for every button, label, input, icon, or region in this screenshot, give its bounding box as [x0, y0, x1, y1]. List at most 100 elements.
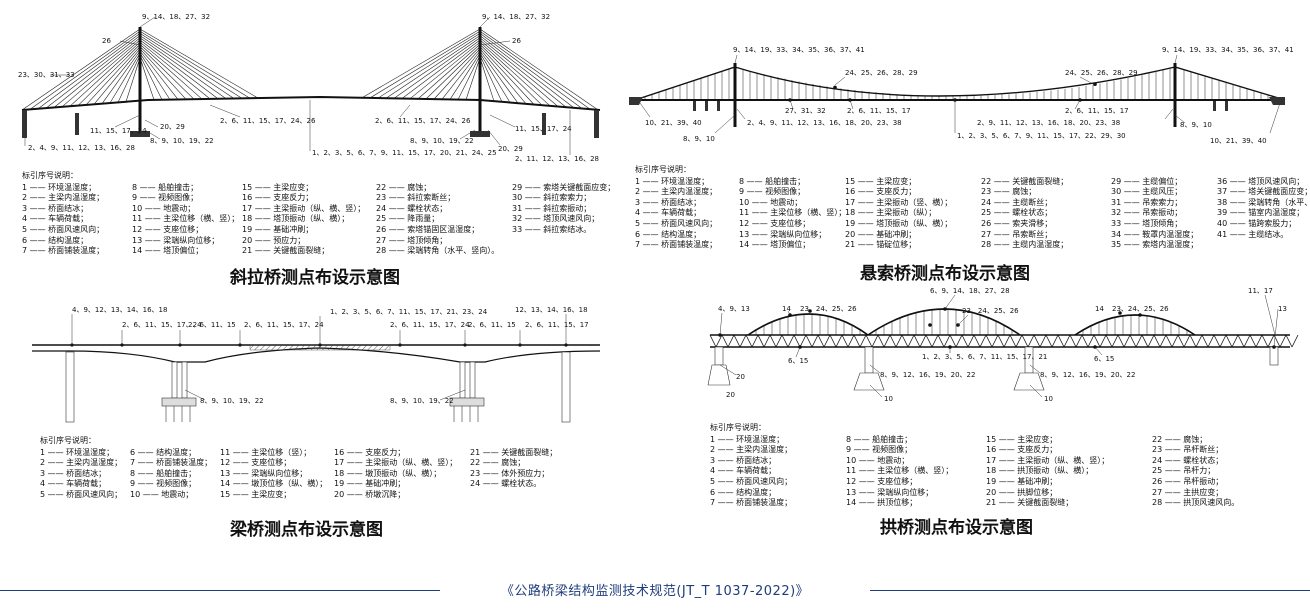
- arch-diagram: 4、9、13 6、9、14、18、27、28 11、17 14 23、24、25…: [707, 287, 1299, 403]
- measure-point: [833, 85, 837, 90]
- truss-member: [1225, 334, 1233, 348]
- legend-item: 36 —— 塔顶风速风向；: [1217, 176, 1305, 186]
- legend-item: 31 —— 吊索索力；: [1111, 197, 1183, 207]
- truss-member: [805, 334, 813, 348]
- truss-member: [739, 334, 747, 348]
- legend-item: 32 —— 塔顶风速风向；: [512, 214, 600, 224]
- measure-point: [1138, 313, 1142, 317]
- arch-label-n20: 20: [726, 391, 735, 399]
- legend-item: 1 —— 环境温湿度；: [710, 434, 785, 444]
- truss-member: [1249, 334, 1257, 348]
- legend-item: 4 —— 车辆荷载；: [635, 208, 702, 218]
- ss-label-top-right: 9、14、19、33、34、35、36、37、41: [1162, 46, 1294, 54]
- beam-legend: 标引序号说明： 1 —— 环境温湿度；6 —— 结构温度；11 —— 主梁位移（…: [40, 436, 605, 501]
- truss-member: [847, 334, 855, 348]
- stay-cable: [93, 48, 141, 105]
- cs-label-pier-left-b: 20、29: [160, 123, 185, 131]
- stay-cable: [479, 53, 511, 103]
- stay-cable: [45, 35, 141, 109]
- truss-member: [1237, 334, 1245, 348]
- arch-label-right-13: 13: [1278, 305, 1287, 313]
- suspension-diagram: 9、14、19、33、34、35、36、37、41 9、14、19、33、34、…: [629, 46, 1294, 145]
- truss-member: [1039, 334, 1047, 348]
- legend-item: 10 —— 地震动；: [132, 203, 196, 213]
- stay-cable: [479, 33, 583, 109]
- truss-member: [1171, 334, 1179, 348]
- footer-rule-right: [870, 590, 1310, 591]
- truss-member: [1057, 334, 1065, 348]
- legend-item: 14 —— 塔顶偏位；: [739, 240, 811, 250]
- stay-cable: [139, 28, 259, 99]
- truss-member: [865, 334, 873, 348]
- legend-item: 1 —— 环境温湿度；: [40, 447, 115, 457]
- suspension-panel: 9、14、19、33、34、35、36、37、41 9、14、19、33、34、…: [625, 5, 1310, 290]
- truss-member: [1081, 334, 1089, 348]
- arch-label-pier-m1: 8、9、12、16、19、20、22: [880, 371, 975, 379]
- cs-legend: 标引序号说明： 1 —— 环境温湿度；8 —— 船舶撞击；15 —— 主梁应变；…: [22, 171, 615, 257]
- truss-member: [949, 334, 957, 348]
- truss-member: [973, 334, 981, 348]
- truss-member: [1201, 334, 1209, 348]
- stay-cable: [479, 57, 495, 102]
- legend-item: 21 —— 关键截面裂缝；: [242, 246, 330, 256]
- stay-cable: [139, 37, 227, 99]
- truss-member: [979, 334, 987, 348]
- beam-panel: 4、9、12、13、14、16、18 1、2、3、5、6、7、11、15、17、…: [10, 300, 610, 580]
- legend-item: 6 —— 结构温度；: [22, 235, 89, 245]
- beam-label-d2: 2、6、11、15: [188, 321, 236, 329]
- truss-member: [751, 334, 759, 348]
- truss-member: [1135, 334, 1143, 348]
- truss-member: [1219, 334, 1227, 348]
- legend-item: 39 —— 锚室内温湿度；: [1217, 208, 1305, 218]
- cs-label-bottom-mid: 1、2、3、5、6、7、9、11、15、17、20、21、24、25: [312, 149, 497, 157]
- stay-cable: [37, 33, 141, 109]
- stay-cable: [377, 33, 481, 99]
- legend-item: 38 —— 梁端转角（水平、竖向）: [1217, 197, 1310, 207]
- legend-item: 11 —— 主梁位移（横、竖）；: [846, 466, 954, 476]
- stay-cable: [361, 28, 481, 99]
- truss-member: [901, 334, 909, 348]
- legend-item: 10 —— 地震动；: [130, 489, 194, 499]
- stay-cable: [53, 37, 141, 108]
- legend-item: 10 —— 地震动；: [846, 455, 910, 465]
- truss-member: [1015, 334, 1023, 348]
- legend-item: 9 —— 视频图像；: [130, 479, 197, 489]
- truss-member: [1123, 334, 1131, 348]
- truss-member: [775, 334, 783, 348]
- stay-cable: [21, 28, 141, 111]
- legend-item: 33 —— 塔顶倾角；: [1111, 218, 1183, 228]
- cs-label-pier-right-c: 11、15、17、24: [515, 125, 572, 133]
- measure-point: [1118, 311, 1122, 315]
- stay-cable: [433, 48, 481, 100]
- legend-item: 13 —— 梁端纵向位移；: [846, 487, 934, 497]
- stay-cable: [369, 30, 481, 99]
- truss-member: [763, 334, 771, 348]
- stay-cable: [479, 41, 551, 107]
- truss-member: [943, 334, 951, 348]
- legend-item: 16 —— 支座反力；: [242, 193, 314, 203]
- legend-item: 3 —— 桥面结冰；: [710, 455, 777, 465]
- legend-item: 28 —— 拱顶风速风向。: [1152, 498, 1240, 508]
- stay-cable: [139, 46, 195, 100]
- stay-cable: [401, 39, 481, 99]
- stay-cable: [139, 53, 171, 100]
- stay-cable: [479, 55, 503, 102]
- cs-label-top-right: 9、14、18、27、32: [482, 13, 550, 21]
- truss-member: [913, 334, 921, 348]
- legend-item: 5 —— 桥面风速风向；: [635, 218, 718, 228]
- stay-cable: [139, 39, 219, 100]
- legend-item: 37 —— 塔关键截面应变；: [1217, 187, 1310, 197]
- arch-label-s2: 6、15: [1094, 355, 1114, 363]
- stay-cable: [417, 44, 481, 100]
- truss-member: [1243, 334, 1251, 348]
- truss-member: [1141, 334, 1149, 348]
- legend-item: 29 —— 主缆偏位；: [1111, 176, 1183, 186]
- ss-label-mid-left-a: 27、31、32: [785, 107, 826, 115]
- stay-cable: [479, 46, 535, 105]
- truss-member: [811, 334, 819, 348]
- legend-item: 21 —— 关键截面裂缝；: [986, 498, 1074, 508]
- measure-point: [733, 98, 737, 102]
- legend-item: 22 —— 腐蚀；: [470, 458, 526, 468]
- beam-diagram: 4、9、12、13、14、16、18 1、2、3、5、6、7、11、15、17、…: [32, 306, 601, 423]
- stay-cable: [101, 50, 141, 104]
